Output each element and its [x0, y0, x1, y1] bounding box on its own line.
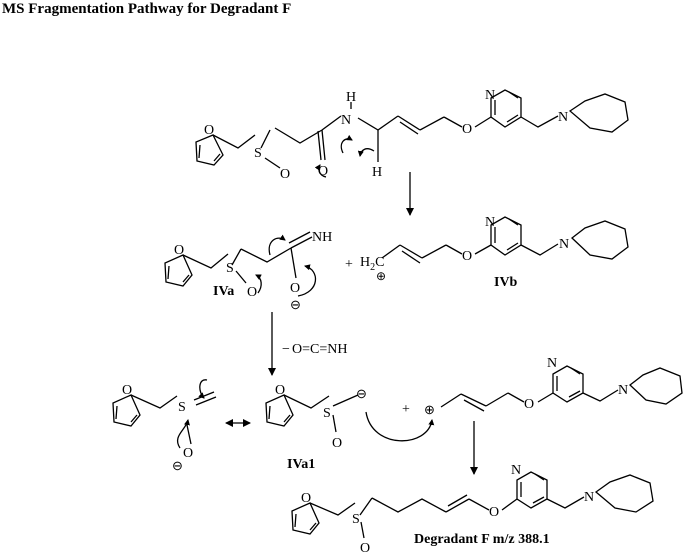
iva-o-charge: ⊖	[290, 297, 301, 312]
loss-prefix: −	[282, 342, 290, 357]
cation-partner	[440, 365, 683, 412]
cation-piperidine-n: N	[618, 383, 628, 398]
degradant-f-product	[291, 471, 654, 539]
page-title: MS Fragmentation Pathway for Degradant F	[2, 1, 292, 17]
product-furan-o: O	[301, 491, 311, 506]
cation-ether-o: O	[524, 397, 534, 412]
iva1-s: S	[323, 406, 331, 421]
loss-formula: O=C=NH	[292, 342, 347, 357]
iva1-s-o: O	[332, 436, 342, 451]
plus-sign-2: +	[402, 402, 410, 417]
parent-amide-n: N	[341, 113, 351, 128]
label-iva1: IVa1	[287, 457, 315, 472]
ivb-cation-charge: ⊕	[376, 269, 386, 283]
ivb-h2c: H2C	[360, 255, 384, 273]
iva-furan-o: O	[174, 243, 184, 258]
parent-carbonyl-o: O	[318, 164, 328, 179]
parent-molecule	[195, 89, 629, 178]
iva-s: S	[226, 261, 234, 276]
product-piperidine-n: N	[584, 490, 594, 505]
label-ivb: IVb	[494, 275, 518, 290]
product-pyridine-n: N	[511, 463, 521, 478]
parent-furan-o: O	[204, 123, 214, 138]
fragment-iva	[164, 231, 317, 297]
ivb-pyridine-n: N	[485, 215, 495, 230]
product-s: S	[352, 512, 360, 527]
parent-s-o: O	[280, 167, 290, 182]
fragment-ivb	[381, 216, 629, 264]
plus-sign: +	[345, 257, 353, 272]
parent-ether-o: O	[462, 122, 472, 137]
product-s-o: O	[360, 541, 370, 554]
ivb-ether-o: O	[462, 249, 472, 264]
cation-charge: ⊕	[424, 402, 435, 417]
res-s-o: O	[183, 446, 193, 461]
ivb-piperidine-n: N	[559, 237, 569, 252]
parent-pyridine-n: N	[485, 88, 495, 103]
product-ether-o: O	[489, 505, 499, 520]
res-o-charge: ⊖	[172, 458, 183, 473]
parent-ch-h: H	[372, 165, 382, 180]
iva-s-o: O	[247, 285, 257, 300]
res-s: S	[178, 400, 186, 415]
iva1-furan-o: O	[275, 383, 285, 398]
iva-imine-nh: NH	[312, 230, 332, 245]
cation-pyridine-n: N	[547, 356, 557, 371]
parent-piperidine-n: N	[558, 110, 568, 125]
label-degradant-f: Degradant F m/z 388.1	[414, 532, 550, 547]
fragment-iva1	[265, 394, 435, 442]
iva-o: O	[290, 281, 300, 296]
label-iva: IVa	[213, 284, 234, 299]
parent-nh-h: H	[346, 90, 356, 105]
parent-s: S	[254, 146, 262, 161]
fragment-resonance-form	[112, 379, 217, 449]
iva1-carbanion-charge: ⊖	[356, 386, 367, 401]
res-furan-o: O	[122, 383, 132, 398]
